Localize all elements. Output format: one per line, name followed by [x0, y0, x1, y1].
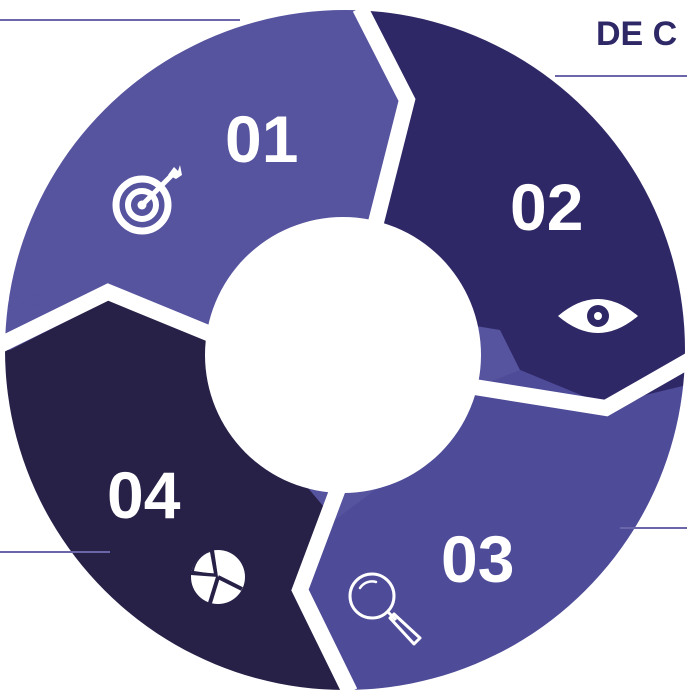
segment-03-number: 03 [441, 522, 514, 596]
segment-04-number: 04 [107, 458, 181, 532]
separator-02-03 [460, 353, 687, 417]
magnifier-icon [348, 572, 422, 646]
segment-02-number: 02 [510, 170, 583, 244]
center-hole [205, 217, 481, 493]
pie-chart-icon [189, 548, 245, 604]
segment-01-number: 01 [225, 102, 298, 176]
separator-04-01 [0, 283, 229, 353]
separator-01-02 [352, 4, 416, 240]
eye-icon [558, 299, 638, 333]
heading-text: DE C [596, 15, 677, 53]
separator-03-04 [291, 467, 358, 690]
target-icon [112, 165, 182, 235]
